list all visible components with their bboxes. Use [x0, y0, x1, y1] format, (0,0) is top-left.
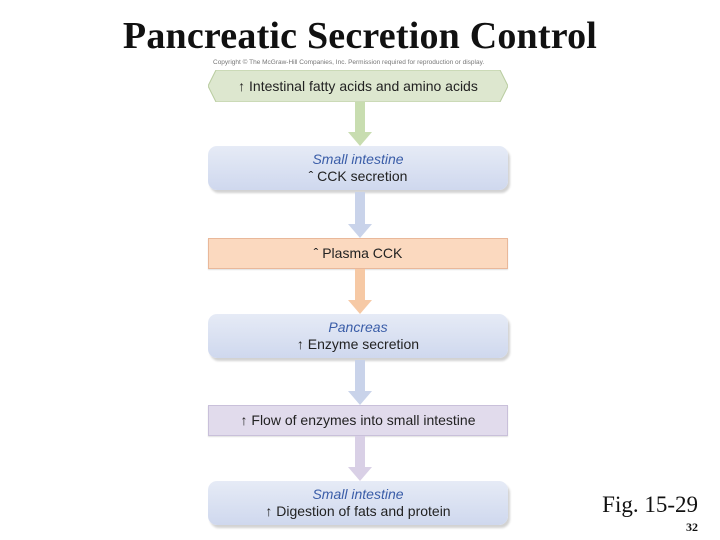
step2-text: ˆ CCK secretion — [308, 168, 408, 184]
step4-location: Pancreas — [328, 319, 388, 335]
page-number: 32 — [686, 520, 698, 534]
step3-text: ˆ Plasma CCK — [313, 245, 403, 261]
step6-box: Small intestine ↑ Digestion of fats and … — [208, 481, 508, 525]
step1-banner: ↑ Intestinal fatty acids and amino acids — [208, 70, 508, 102]
arrow-down-3 — [348, 269, 372, 314]
step1-text: ↑ Intestinal fatty acids and amino acids — [238, 77, 478, 94]
step4-text: ↑ Enzyme secretion — [296, 336, 420, 352]
arrow-down-1 — [348, 102, 372, 146]
step6-text: ↑ Digestion of fats and protein — [265, 503, 451, 519]
step5-text: ↑ Flow of enzymes into small intestine — [240, 412, 476, 428]
step2-box: Small intestine ˆ CCK secretion — [208, 146, 508, 190]
step6-location: Small intestine — [312, 486, 404, 502]
step3-box: ˆ Plasma CCK — [208, 238, 508, 269]
step5-box: ↑ Flow of enzymes into small intestine — [208, 405, 508, 436]
step1-banner-shape — [208, 70, 508, 102]
figure-label: Fig. 15-29 — [602, 492, 698, 517]
step2-location: Small intestine — [312, 151, 404, 167]
step4-box: Pancreas ↑ Enzyme secretion — [208, 314, 508, 358]
arrow-down-5 — [348, 436, 372, 481]
page-title: Pancreatic Secretion Control — [122, 15, 598, 57]
arrow-down-2 — [348, 192, 372, 238]
arrow-down-4 — [348, 360, 372, 405]
copyright-notice: Copyright © The McGraw-Hill Companies, I… — [213, 59, 485, 66]
